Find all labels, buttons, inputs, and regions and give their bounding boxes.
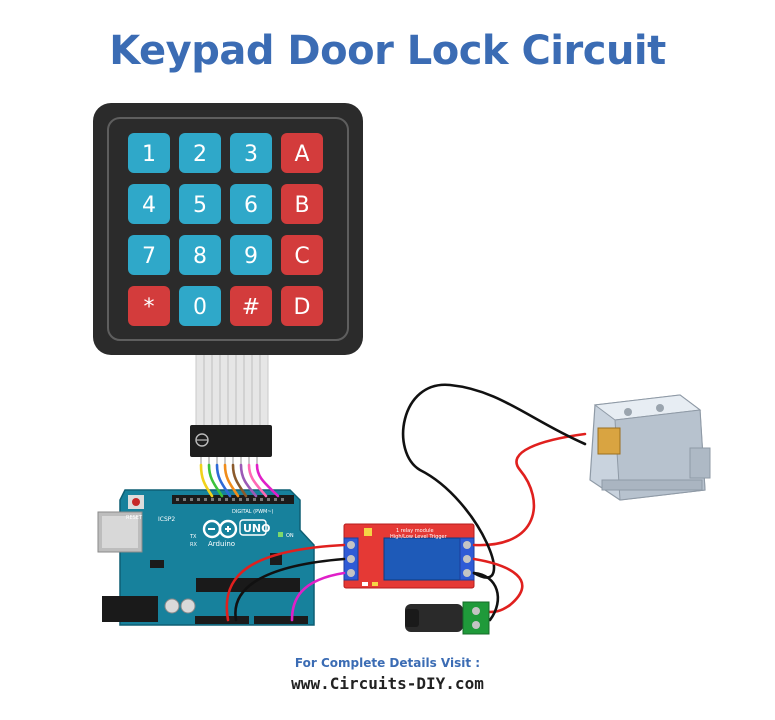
relay-title-line1: 1 relay module (396, 528, 434, 534)
page-title: Keypad Door Lock Circuit (109, 28, 666, 74)
keypad-key (128, 184, 170, 224)
keypad-ribbon-cable (195, 351, 269, 428)
power-jack (102, 596, 158, 622)
arduino-uno-board: RESET DIGITAL (PWM~) ICSP2 UNO Arduino T… (97, 489, 315, 626)
relay-title-line2: High/Low Level Trigger (390, 534, 448, 540)
power-header (195, 616, 249, 624)
rx-label: RX (190, 542, 197, 548)
wire-black-to-lock (401, 383, 587, 579)
keypad-key (281, 286, 323, 326)
keypad-key (230, 184, 272, 224)
keypad-key-label: 2 (193, 142, 207, 167)
keypad-key-label: A (294, 142, 309, 167)
wire-brown (231, 463, 248, 498)
keypad-key (128, 286, 170, 326)
reset-label: RESET (126, 515, 143, 521)
keypad-key-label: C (294, 244, 309, 269)
keypad-key-label: 7 (142, 244, 156, 269)
capacitor-1 (164, 598, 180, 614)
keypad-key-label: # (242, 295, 260, 320)
relay-cube (383, 537, 461, 581)
keypad-key (230, 286, 272, 326)
dc-barrel-jack (405, 601, 490, 635)
keypad-key-label: 0 (193, 295, 207, 320)
arduino-brand-label: Arduino (208, 540, 235, 548)
keypad-key-label: 1 (142, 142, 156, 167)
icsp-label: ICSP2 (158, 516, 175, 523)
keypad-key-label: * (144, 295, 155, 320)
keypad-key-label: B (294, 193, 309, 218)
keypad-key (128, 235, 170, 275)
keypad-key-label: 8 (193, 244, 207, 269)
analog-header (254, 616, 308, 624)
reset-button (132, 498, 140, 506)
wire-magenta-signal (290, 571, 346, 622)
wire-magenta-top (255, 463, 280, 498)
keypad-key-label: 9 (244, 244, 258, 269)
wire-green (207, 463, 224, 498)
relay-module: 1 relay module High/Low Level Trigger (343, 523, 475, 589)
keypad-key (230, 235, 272, 275)
digital-label: DIGITAL (PWM~) (232, 509, 274, 515)
wire-purple (239, 463, 258, 498)
capacitor-2 (180, 598, 196, 614)
footer-website-link[interactable]: www.Circuits-DIY.com (291, 674, 484, 693)
keypad-key (179, 184, 221, 224)
keypad-key-label: 5 (193, 193, 207, 218)
solenoid-lock (589, 394, 711, 501)
keypad-key-label: 6 (244, 193, 258, 218)
wire-orange (223, 463, 240, 498)
keypad-key-label: 3 (244, 142, 258, 167)
keypad-connector (190, 425, 272, 465)
wires (199, 383, 587, 622)
tx-label: TX (189, 534, 197, 540)
lock-bolt (689, 447, 711, 479)
wire-black-gnd (234, 557, 346, 622)
wire-yellow (199, 463, 214, 498)
uno-label: UNO (243, 522, 271, 535)
keypad-4x4: 1 2 3 A 4 5 6 B 7 8 9 C * 0 # D (93, 103, 363, 355)
wire-red-to-lock (472, 432, 587, 547)
keypad-key (128, 133, 170, 173)
wire-blue (215, 463, 232, 498)
dc-jack-terminal (462, 601, 490, 635)
keypad-key (281, 184, 323, 224)
keypad-key (281, 133, 323, 173)
lock-coil (597, 427, 621, 455)
footer-visit-label: For Complete Details Visit : (294, 656, 481, 670)
keypad-key-label: 4 (142, 193, 156, 218)
keypad-key (281, 235, 323, 275)
wire-red-5v (225, 543, 346, 622)
wire-black-to-jack (472, 571, 500, 622)
keypad-key (179, 235, 221, 275)
keypad-key-label: D (294, 295, 311, 320)
keypad-key (230, 133, 272, 173)
arduino-logo (202, 519, 238, 539)
keypad-key (179, 286, 221, 326)
on-label: ON (286, 533, 294, 539)
atmega-chip (196, 578, 300, 592)
keypad-key (179, 133, 221, 173)
wire-pink (247, 463, 268, 498)
